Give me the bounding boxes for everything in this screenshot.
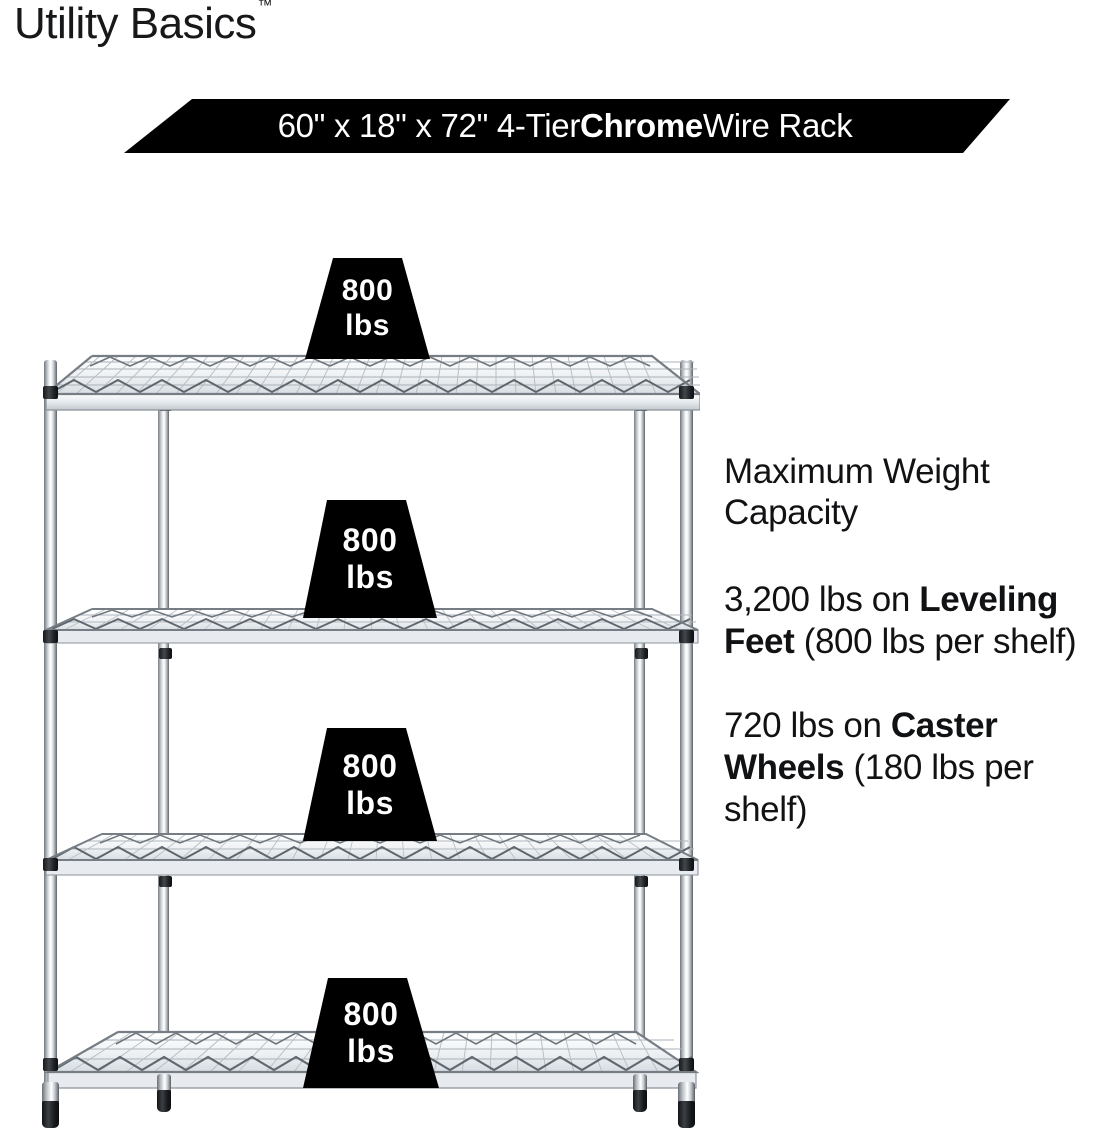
badge-unit: lbs: [346, 559, 394, 595]
banner-shape: [124, 99, 1010, 153]
leveling-foot-back-right: [633, 1074, 647, 1112]
wire-shelf-3: [40, 828, 700, 884]
post-collar: [43, 630, 58, 643]
caster-wheels-capacity: 720 lbs on Caster Wheels (180 lbs per sh…: [724, 705, 1120, 831]
badge-value: 800: [343, 996, 399, 1033]
leveling-bold: Leveling Feet: [724, 580, 1059, 662]
brand-name: Utility Basics: [14, 0, 257, 48]
leveling-feet-capacity: 3,200 lbs on Leveling Feet (800 lbs per …: [724, 579, 1120, 663]
capacity-info-block: Maximum Weight Capacity 3,200 lbs on Lev…: [724, 452, 1120, 831]
leveling-foot-back-left: [157, 1074, 171, 1112]
leveling-tail: (800 lbs per shelf): [794, 622, 1077, 662]
wire-shelf-1: [40, 352, 700, 420]
badge-value: 800: [342, 747, 398, 784]
shelf-wire-graphic: [42, 354, 700, 411]
banner-text-lead: 60" x 18" x 72" 4-Tier: [277, 106, 581, 144]
rack-post-back-left: [158, 362, 169, 1084]
badge-unit: lbs: [346, 784, 394, 821]
caster-lead: 720 lbs on: [724, 706, 891, 746]
foot-rubber-tip: [42, 1101, 59, 1128]
weight-badge-shelf-3: 800 lbs: [303, 728, 437, 841]
foot-rubber-tip: [633, 1090, 647, 1112]
badge-value: 800: [342, 522, 398, 559]
caster-tail: (180 lbs per shelf): [724, 748, 1034, 830]
post-collar: [679, 1058, 694, 1071]
foot-rubber-tip: [157, 1090, 171, 1112]
leveling-foot-front-left: [42, 1082, 59, 1128]
post-collar: [43, 386, 58, 399]
leveling-foot-front-right: [678, 1082, 695, 1128]
post-collar: [43, 1058, 58, 1071]
post-collar: [635, 876, 648, 887]
weight-badge-shelf-2: 800 lbs: [303, 500, 437, 618]
banner-text-bold: Chrome: [580, 106, 703, 144]
shelf-wire-graphic: [45, 833, 699, 876]
post-collar: [43, 858, 58, 871]
capacity-heading: Maximum Weight Capacity: [724, 452, 990, 532]
weight-badge-shelf-1: 800 lbs: [305, 258, 430, 359]
post-collar: [679, 858, 694, 871]
post-collar: [679, 386, 694, 399]
banner-text: 60" x 18" x 72" 4-Tier Chrome Wire Rack: [110, 99, 1020, 153]
caster-bold: Caster Wheels: [724, 706, 998, 788]
badge-unit: lbs: [347, 1033, 395, 1069]
badge-value: 800: [341, 274, 394, 308]
rack-post-front-left: [44, 360, 57, 1095]
badge-unit: lbs: [345, 308, 390, 342]
foot-rubber-tip: [678, 1101, 695, 1128]
leveling-lead: 3,200 lbs on: [724, 580, 920, 620]
weight-badge-shelf-4: 800 lbs: [303, 978, 439, 1088]
post-collar: [159, 648, 172, 659]
rack-post-back-right: [634, 362, 645, 1084]
brand-wordmark: Utility Basics™: [14, 0, 273, 48]
title-banner: 60" x 18" x 72" 4-Tier Chrome Wire Rack: [110, 99, 1020, 153]
post-collar: [159, 876, 172, 887]
banner-text-tail: Wire Rack: [702, 106, 853, 144]
wire-rack-illustration: 800 lbs 800 lbs 800 lbs 800 lbs: [40, 258, 700, 1128]
post-collar: [679, 630, 694, 643]
trademark-symbol: ™: [257, 0, 273, 15]
post-collar: [635, 648, 648, 659]
rack-post-front-right: [680, 360, 693, 1095]
